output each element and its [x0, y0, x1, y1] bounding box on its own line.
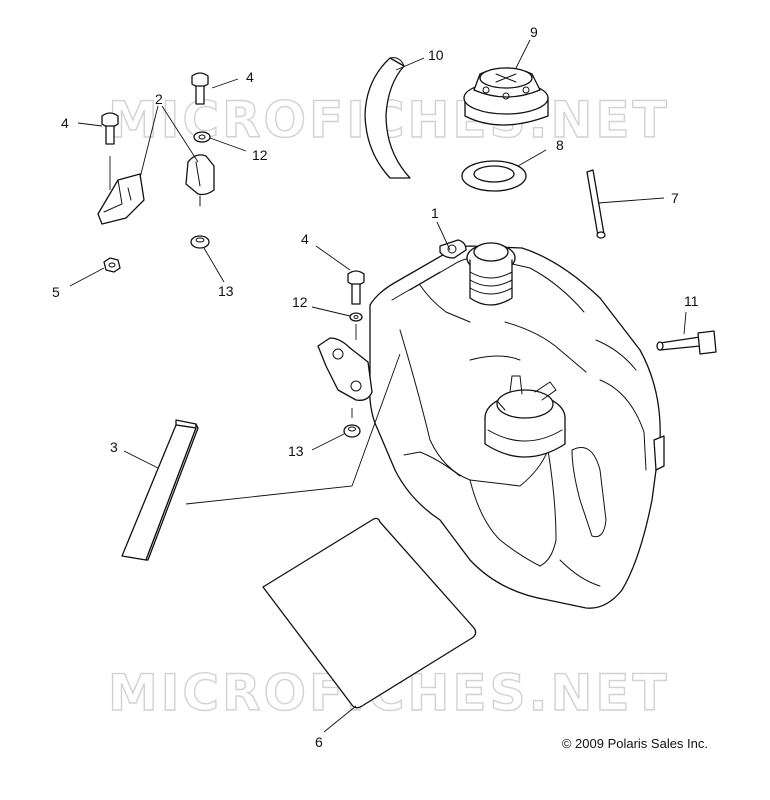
part-grommet-top: [190, 235, 210, 249]
assembly-lines: [185, 324, 401, 505]
callout-12-middle: 12: [292, 294, 308, 310]
callout-11: 11: [684, 293, 699, 309]
callout-7: 7: [671, 190, 679, 206]
part-bolt-top: [191, 72, 209, 105]
copyright-notice: © 2009 Polaris Sales Inc.: [562, 736, 708, 751]
part-heat-shield-sheet: [262, 517, 477, 709]
part-washer-middle: [349, 312, 363, 322]
part-foam-block: [121, 419, 199, 561]
callout-12-top: 12: [252, 147, 268, 163]
callout-13-top: 13: [218, 283, 234, 299]
part-grommet-middle: [343, 424, 361, 438]
part-bracket-right: [185, 154, 215, 207]
part-washer-top: [193, 131, 211, 143]
callout-4-top: 4: [246, 69, 254, 85]
callout-4-middle: 4: [301, 231, 309, 247]
callout-6: 6: [315, 734, 323, 750]
part-bolt-middle: [347, 270, 365, 305]
callout-8: 8: [556, 137, 564, 153]
part-rod: [586, 169, 606, 239]
callout-labels: 1 2 3 4 4 4 5 6 7 8 9 10 11 12 12 13 13: [52, 24, 699, 750]
callout-4-left: 4: [61, 115, 69, 131]
callout-3: 3: [110, 439, 118, 455]
callout-2: 2: [155, 91, 163, 107]
callout-leaders: [69, 39, 687, 733]
part-bracket-left: [97, 173, 145, 225]
callout-1: 1: [431, 205, 439, 221]
part-bolt-left: [101, 112, 119, 190]
part-fuel-cap: [463, 67, 549, 126]
callout-10: 10: [428, 47, 444, 63]
part-nut: [103, 257, 121, 273]
callout-5: 5: [52, 284, 60, 300]
part-fitting: [656, 330, 717, 355]
part-vent-hose: [364, 57, 411, 179]
callout-13-middle: 13: [288, 443, 304, 459]
part-gasket: [461, 160, 527, 192]
part-fuel-tank: [317, 239, 665, 609]
callout-9: 9: [530, 24, 538, 40]
